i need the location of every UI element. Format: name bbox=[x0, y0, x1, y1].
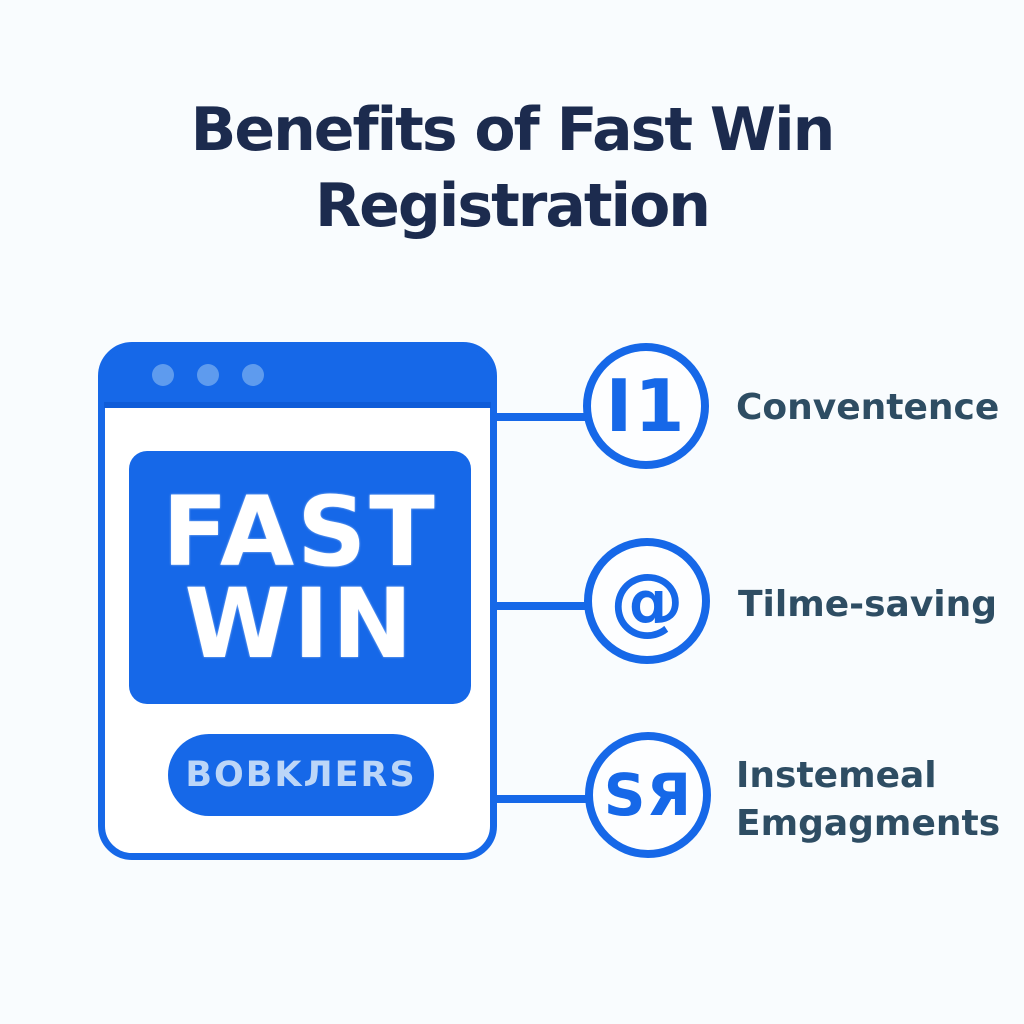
logo-text-win: WIN bbox=[184, 567, 416, 680]
connector-line-2 bbox=[494, 602, 588, 610]
window-control-dot-icon bbox=[197, 364, 219, 386]
benefit-label-engagements: Instemeal Emgagments bbox=[736, 755, 1001, 844]
register-button-illustration: BOBKЛERS bbox=[168, 734, 434, 816]
number-one-icon: I1 bbox=[605, 364, 687, 448]
browser-title-bar bbox=[104, 348, 491, 408]
benefit-circle-2: @ bbox=[584, 538, 710, 664]
window-control-dot-icon bbox=[152, 364, 174, 386]
benefit-label-convenience: Conventence bbox=[736, 387, 1000, 428]
fast-win-logo-panel: FAST WIN bbox=[129, 451, 471, 704]
logo-text-fast: FAST bbox=[162, 475, 438, 588]
page-title-line-2: Registration bbox=[314, 171, 711, 241]
connector-line-1 bbox=[494, 413, 588, 421]
window-control-dot-icon bbox=[242, 364, 264, 386]
benefit-circle-1: I1 bbox=[583, 343, 709, 469]
benefit-circle-3: SЯ bbox=[585, 732, 711, 858]
browser-window-illustration: FAST WIN BOBKЛERS bbox=[98, 342, 497, 860]
scribble-glyphs-icon: SЯ bbox=[603, 761, 693, 829]
page-title: Benefits of Fast Win Registration bbox=[0, 92, 1024, 244]
at-sign-icon: @ bbox=[610, 558, 684, 644]
connector-line-3 bbox=[494, 795, 589, 803]
page-title-line-1: Benefits of Fast Win bbox=[190, 95, 836, 165]
benefit-label-time-saving: Tilme-saving bbox=[738, 584, 998, 625]
